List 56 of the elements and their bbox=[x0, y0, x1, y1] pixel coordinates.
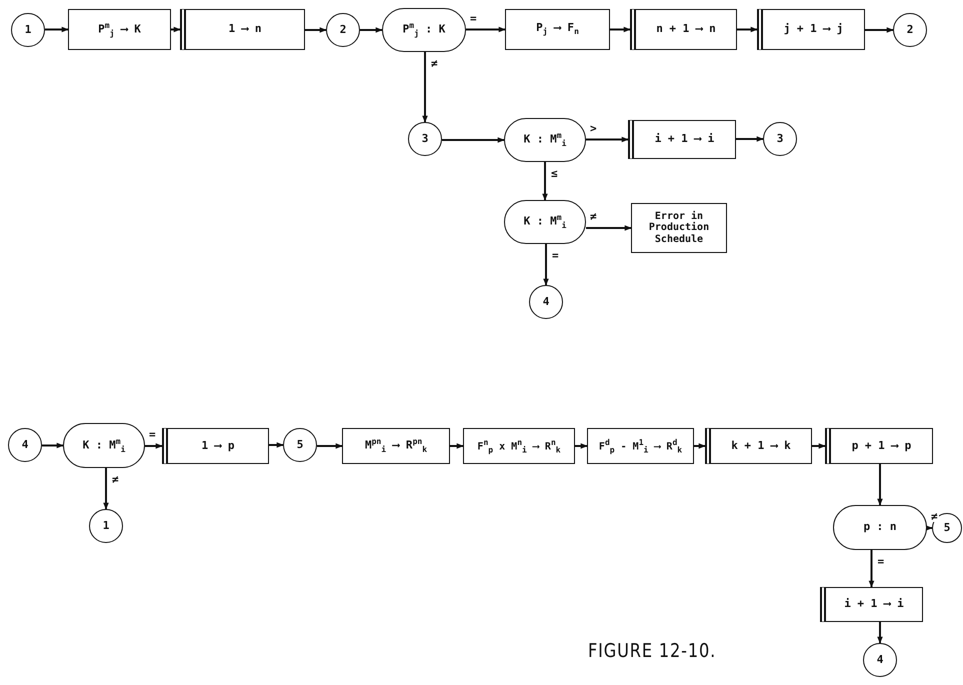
connector-circle: 1 bbox=[89, 509, 123, 543]
edge-label: ≤ bbox=[550, 168, 559, 179]
arrow bbox=[317, 443, 343, 449]
arrow bbox=[145, 443, 163, 449]
figure-caption: FIGURE 12-10. bbox=[588, 640, 716, 662]
arrow bbox=[543, 244, 549, 286]
connector-circle: 5 bbox=[283, 428, 317, 462]
edge-label: ≠ bbox=[589, 211, 598, 222]
arrow bbox=[736, 136, 764, 142]
connector-circle: 4 bbox=[529, 285, 563, 319]
arrow bbox=[422, 52, 428, 123]
arrow bbox=[542, 162, 548, 201]
arrow bbox=[45, 26, 69, 32]
process-box: P$_{j}$ ⟶ F$_{n}$ bbox=[505, 9, 610, 50]
arrow bbox=[586, 225, 632, 231]
connector-circle: 4 bbox=[863, 643, 897, 677]
arrow bbox=[610, 26, 631, 32]
connector-circle: 2 bbox=[326, 13, 360, 47]
edge-label: ≠ bbox=[430, 58, 439, 69]
loop-box: i + 1 ⟶ i bbox=[628, 120, 736, 159]
arrow bbox=[926, 525, 933, 531]
arrow bbox=[586, 136, 629, 142]
connector-circle: 1 bbox=[11, 13, 45, 47]
arrow bbox=[171, 26, 181, 32]
process-box: P$^{m}$$_{j}$ ⟶ K bbox=[68, 9, 171, 50]
arrow bbox=[737, 26, 758, 32]
edge-label: > bbox=[589, 122, 598, 134]
connector-circle: 2 bbox=[893, 13, 927, 47]
loop-box: i + 1 ⟶ i bbox=[820, 587, 923, 622]
arrow bbox=[868, 550, 874, 588]
loop-box: p + 1 ⟶ p bbox=[825, 428, 933, 464]
loop-box: n + 1 ⟶ n bbox=[630, 9, 737, 50]
arrow bbox=[812, 443, 826, 449]
arrow bbox=[360, 27, 383, 33]
edge-label: ≠ bbox=[111, 474, 120, 485]
arrow bbox=[442, 137, 505, 143]
edge-label: ≠ bbox=[930, 511, 939, 522]
loop-box: 1 ⟶ n bbox=[180, 9, 305, 50]
arrow bbox=[103, 468, 109, 510]
loop-box: j + 1 ⟶ j bbox=[757, 9, 865, 50]
loop-box: k + 1 ⟶ k bbox=[705, 428, 812, 464]
loop-box: 1 ⟶ p bbox=[162, 428, 269, 464]
arrow bbox=[575, 443, 588, 449]
connector-circle: 4 bbox=[8, 428, 42, 462]
arrow bbox=[877, 464, 883, 506]
arrow bbox=[865, 27, 894, 33]
arrow bbox=[269, 442, 284, 448]
connector-circle: 3 bbox=[408, 122, 442, 156]
connector-circle: 3 bbox=[763, 122, 797, 156]
process-box: Error in Production Schedule bbox=[631, 203, 727, 253]
arrow bbox=[305, 27, 327, 33]
arrow bbox=[42, 442, 64, 448]
arrow bbox=[877, 622, 883, 644]
arrow bbox=[694, 443, 706, 449]
arrow bbox=[450, 443, 464, 449]
arrow bbox=[466, 26, 506, 32]
